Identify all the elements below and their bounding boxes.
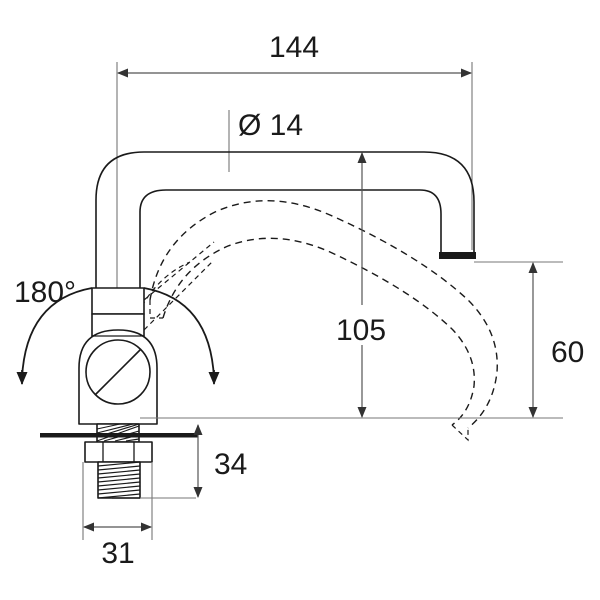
rotation-guide-upper bbox=[143, 241, 215, 301]
rotation-guide-lines bbox=[143, 241, 215, 331]
tube-diameter-callout: Ø 14 bbox=[228, 109, 303, 172]
valve-handle-slot bbox=[95, 349, 141, 395]
mounting-shank-assembly bbox=[40, 423, 198, 499]
rotated-spout-base-join bbox=[149, 300, 163, 319]
spout-reach-label: 144 bbox=[269, 31, 319, 64]
rotated-spout-tip bbox=[451, 424, 469, 442]
tube-diameter-label: Ø 14 bbox=[238, 109, 303, 142]
shank-length-label: 34 bbox=[214, 448, 247, 481]
outlet-height-dimension: 60 bbox=[528, 262, 584, 418]
rotated-spout-hidden-outline bbox=[141, 200, 498, 442]
rotation-guide-lower bbox=[143, 261, 213, 331]
body-upper-collar bbox=[91, 287, 145, 315]
spout-height-label: 105 bbox=[336, 314, 386, 347]
mounting-nut bbox=[84, 441, 153, 463]
shank-thread-hatching bbox=[97, 461, 141, 499]
outlet-height-label: 60 bbox=[551, 336, 584, 369]
shank-length-dimension: 34 bbox=[140, 424, 247, 499]
spout-reach-dimension: 144 bbox=[116, 31, 473, 300]
swivel-arc-left bbox=[21, 287, 93, 379]
base-width-dimension: 31 bbox=[82, 462, 153, 570]
swivel-angle-label: 180° bbox=[14, 276, 76, 309]
spout-inner-wall bbox=[139, 189, 442, 291]
label-backdrop-105 bbox=[330, 305, 392, 345]
aerator-outlet bbox=[439, 252, 476, 259]
swivel-angle-annotation: 180° bbox=[14, 276, 220, 385]
spout-height-dimension: 105 bbox=[330, 152, 392, 418]
rotated-spout-outer bbox=[149, 200, 498, 429]
mounting-deck-surface bbox=[40, 433, 198, 438]
swivel-arc-right bbox=[143, 287, 215, 379]
faucet-body bbox=[78, 287, 158, 425]
rotated-spout-inner bbox=[162, 237, 476, 426]
spout-assembly bbox=[95, 151, 476, 291]
spout-outer-wall bbox=[95, 151, 475, 291]
base-width-label: 31 bbox=[101, 537, 134, 570]
